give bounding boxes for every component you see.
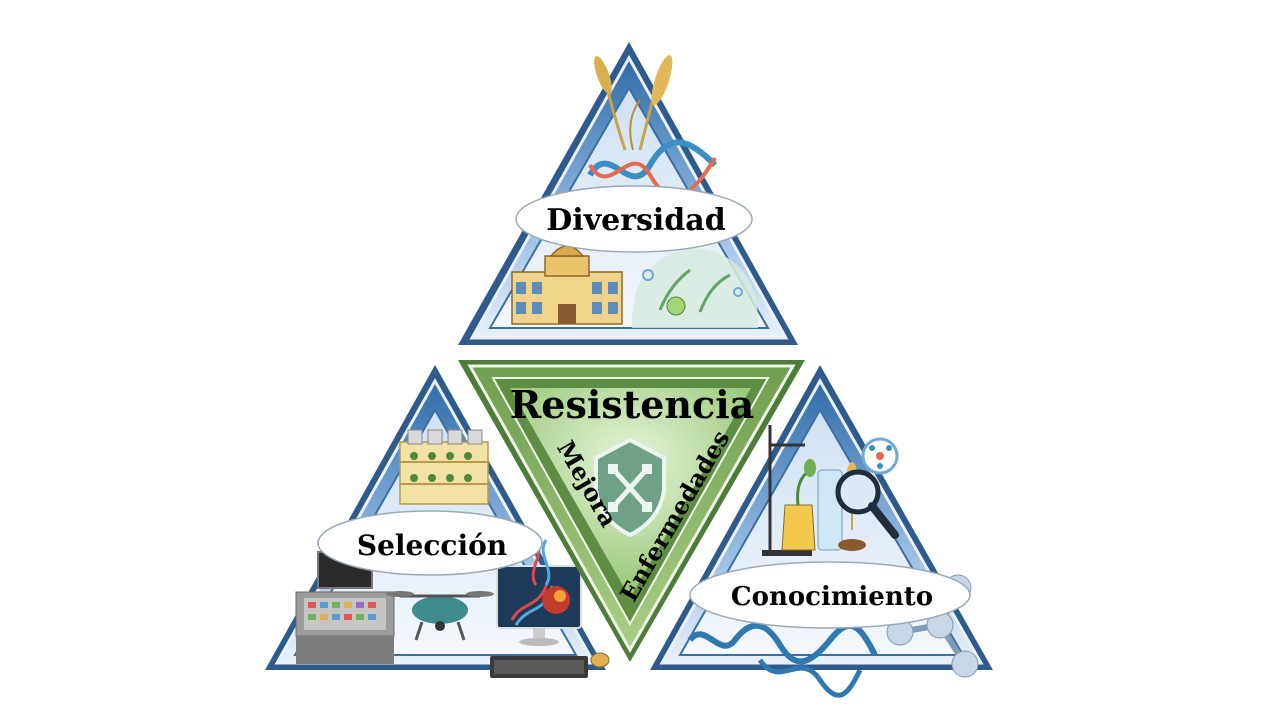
mouse-icon	[590, 652, 610, 668]
resistencia-title: Resistencia	[510, 382, 755, 427]
molecule-icon	[861, 437, 899, 475]
dna-monitor-icon	[496, 565, 582, 646]
seedling-rack-icon	[399, 429, 489, 505]
computer-icon	[295, 551, 395, 664]
dna-icon	[587, 139, 718, 199]
right-triangle: Conocimiento	[650, 365, 993, 698]
lab-flask-icon	[631, 248, 759, 328]
wheat-icon	[594, 55, 673, 151]
left-label-bubble: Selección	[317, 510, 543, 576]
diversidad-label: Diversidad	[546, 203, 725, 238]
left-triangle: Selección	[265, 365, 610, 678]
magnifier-icon	[835, 469, 899, 539]
top-label-bubble: Diversidad	[515, 185, 753, 253]
shield-icon	[594, 437, 666, 538]
keyboard-icon	[490, 656, 588, 678]
university-building-icon	[511, 245, 623, 325]
top-triangle: Diversidad	[458, 42, 798, 345]
drone-icon	[386, 591, 494, 641]
conocimiento-label: Conocimiento	[731, 582, 933, 612]
right-label-bubble: Conocimiento	[689, 561, 971, 629]
seleccion-label: Selección	[357, 529, 507, 562]
center-triangle: Resistencia Mejora Enfermedades	[458, 360, 805, 662]
